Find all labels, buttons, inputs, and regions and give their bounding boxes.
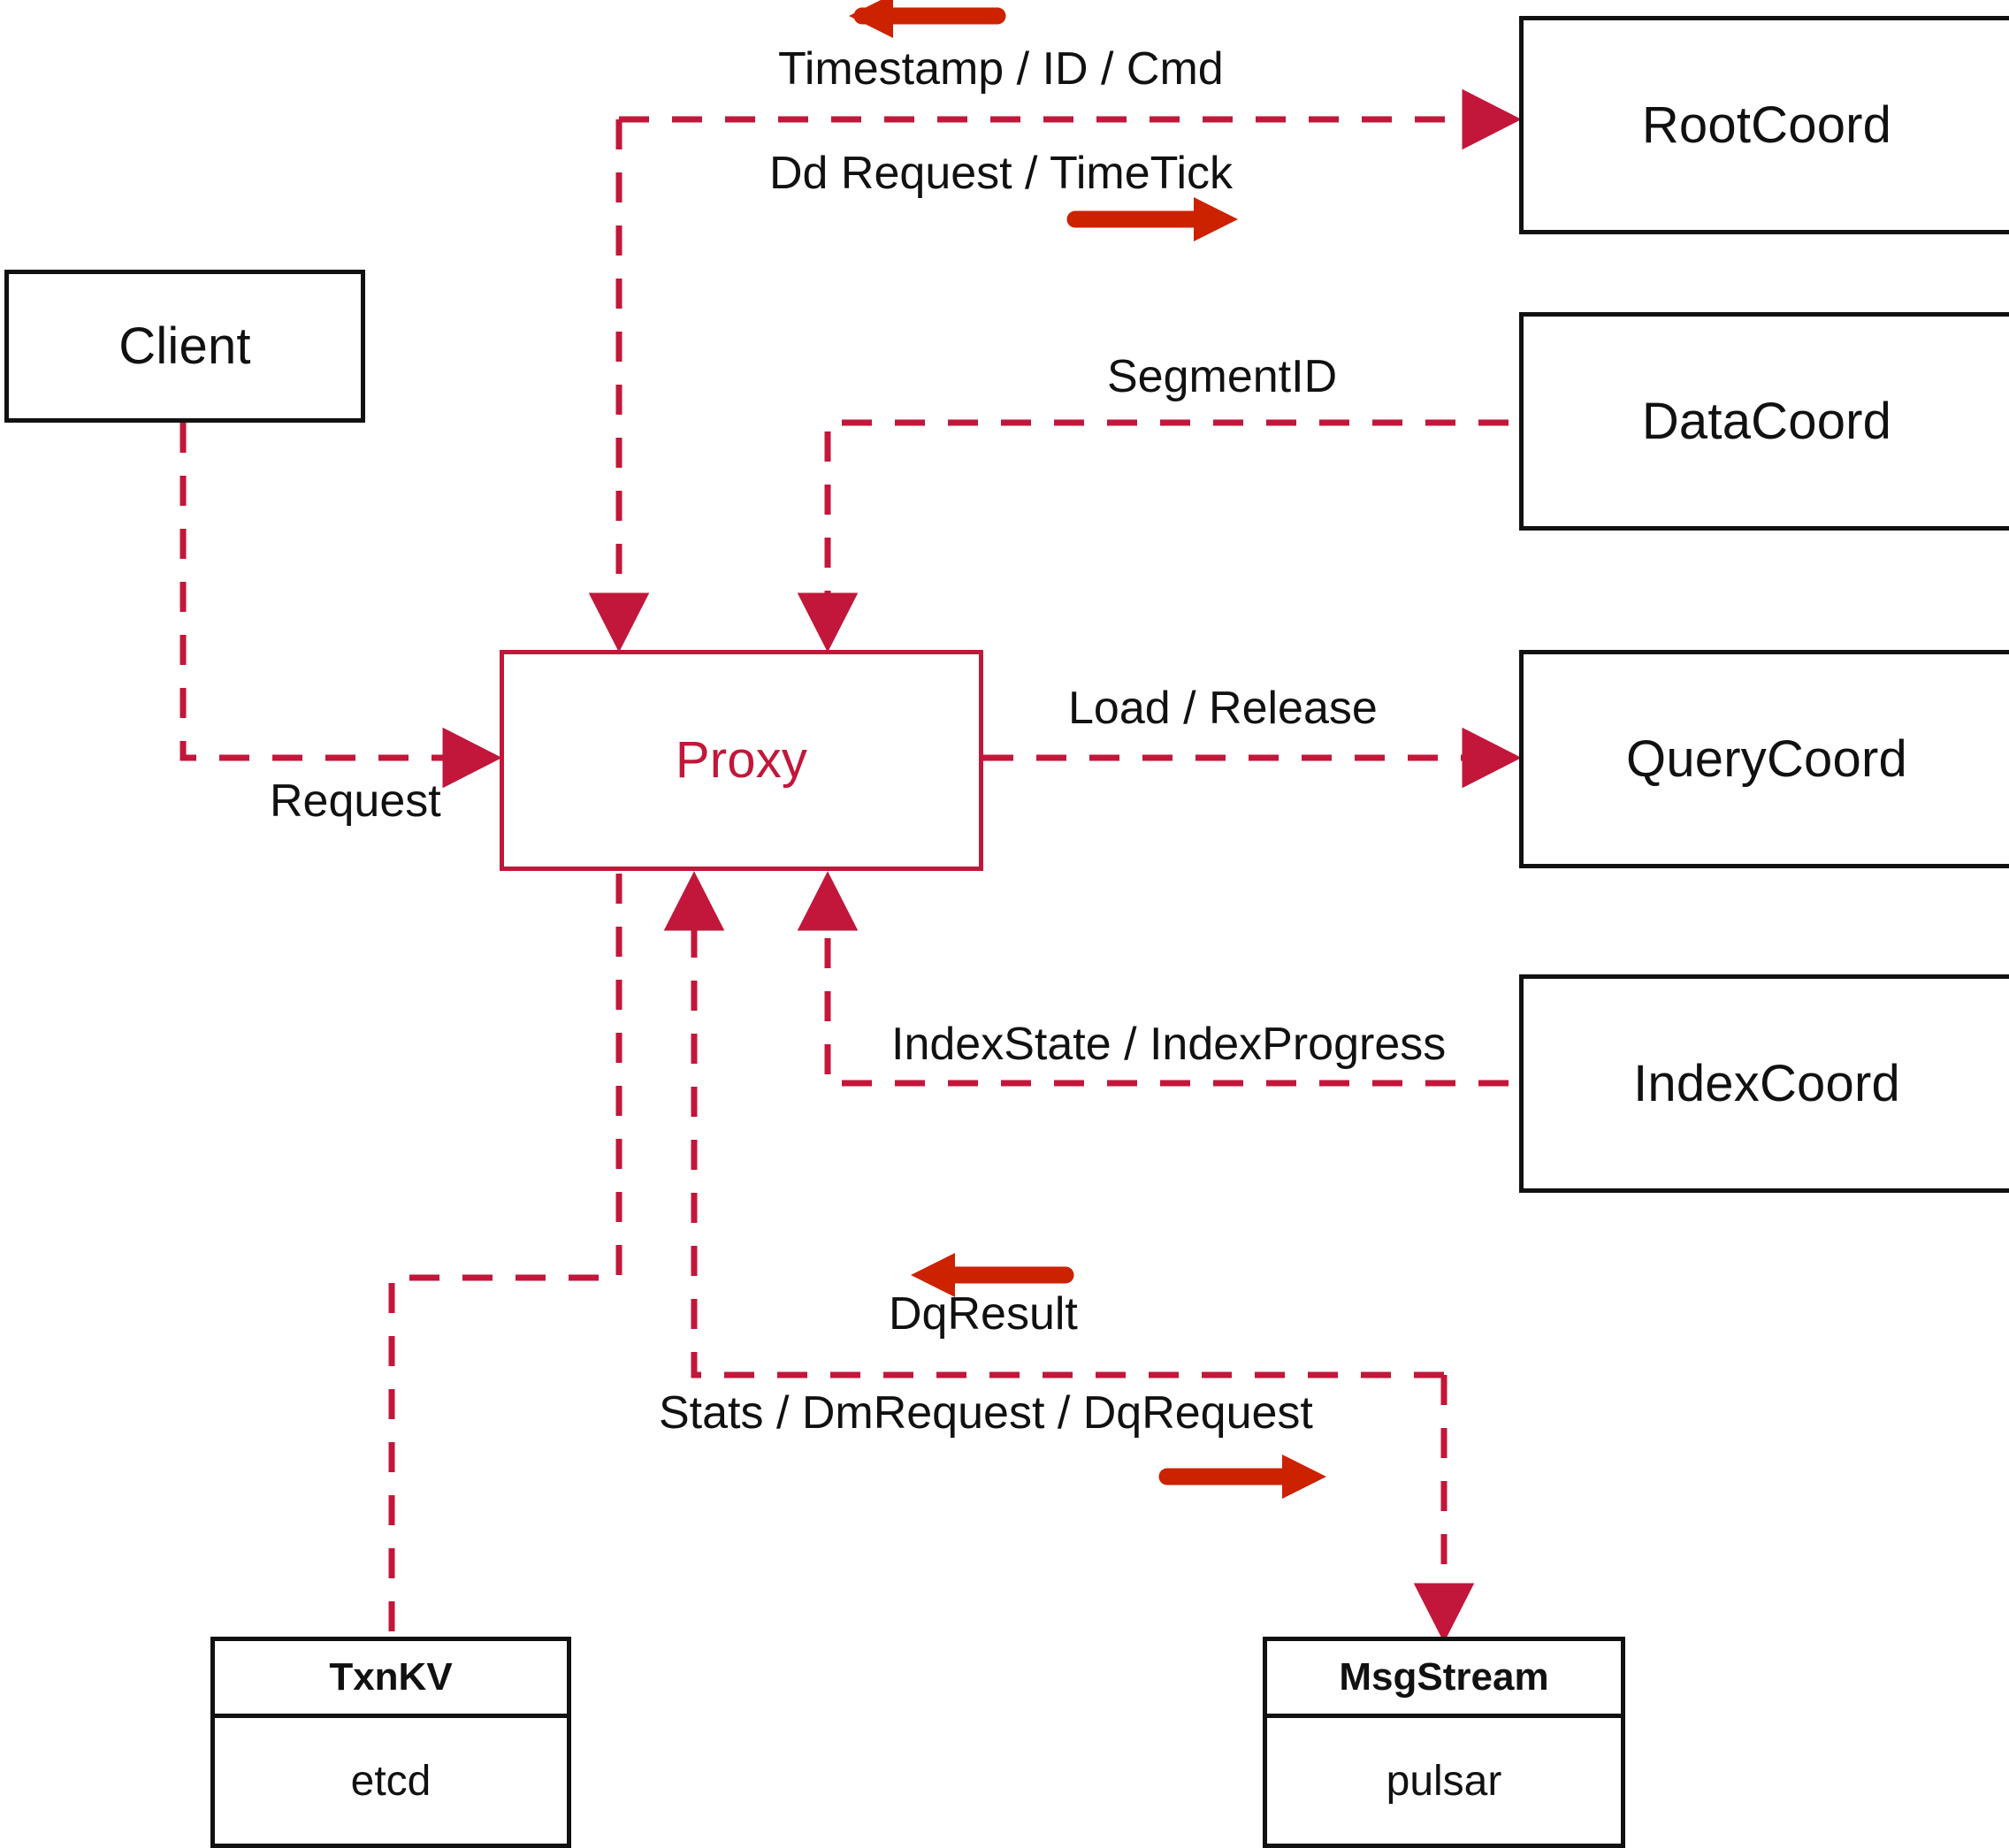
node-proxy[interactable]: Proxy (500, 650, 983, 871)
node-indexcoord[interactable]: IndexCoord (1519, 974, 2009, 1193)
edge-label-timestamp-id-cmd: Timestamp / ID / Cmd (778, 43, 1224, 95)
legend-arrow-stats-head (1282, 1455, 1326, 1499)
node-client-label: Client (118, 317, 251, 375)
legend-arrow-timestamp-head (849, 0, 893, 38)
edge-client-to-proxy (180, 423, 502, 789)
node-client[interactable]: Client (4, 270, 365, 423)
edge-datacoord-to-proxy (797, 419, 1509, 653)
edge-label-stats-dm-dq-request: Stats / DmRequest / DqRequest (659, 1387, 1313, 1439)
node-msgstream[interactable]: MsgStream pulsar (1263, 1637, 1625, 1848)
node-msgstream-body: pulsar (1267, 1718, 1621, 1844)
edge-label-request: Request (270, 775, 441, 827)
node-txnkv[interactable]: TxnKV etcd (210, 1637, 571, 1848)
node-rootcoord-label: RootCoord (1641, 95, 1892, 154)
node-msgstream-impl: pulsar (1386, 1757, 1502, 1805)
edge-msgstream-to-proxy (663, 871, 1444, 1378)
node-datacoord[interactable]: DataCoord (1519, 312, 2009, 531)
node-txnkv-header: TxnKV (215, 1641, 567, 1718)
node-querycoord[interactable]: QueryCoord (1519, 650, 2009, 868)
edge-label-load-release: Load / Release (1068, 683, 1378, 734)
edge-label-dq-result: DqResult (889, 1288, 1078, 1340)
node-txnkv-title: TxnKV (329, 1655, 453, 1699)
node-indexcoord-label: IndexCoord (1633, 1054, 1900, 1112)
legend-arrow-dqresult-head (911, 1253, 955, 1297)
node-msgstream-title: MsgStream (1339, 1655, 1549, 1699)
legend-arrow-ddrequest-head (1194, 197, 1238, 241)
node-msgstream-header: MsgStream (1267, 1641, 1621, 1718)
edge-label-dd-request-timetick: Dd Request / TimeTick (769, 148, 1234, 199)
edge-proxy-to-txnkv (388, 874, 623, 1631)
legend-arrow-group (849, 0, 1326, 1499)
edge-label-segment-id: SegmentID (1107, 351, 1338, 402)
node-proxy-label: Proxy (675, 731, 808, 789)
node-rootcoord[interactable]: RootCoord (1519, 16, 2009, 234)
edge-indexcoord-to-proxy (797, 871, 1509, 1087)
node-txnkv-impl: etcd (350, 1757, 432, 1805)
node-txnkv-body: etcd (215, 1718, 567, 1844)
node-querycoord-label: QueryCoord (1626, 729, 1907, 788)
node-datacoord-label: DataCoord (1641, 392, 1892, 450)
edge-label-index-state-progress: IndexState / IndexProgress (891, 1019, 1447, 1070)
